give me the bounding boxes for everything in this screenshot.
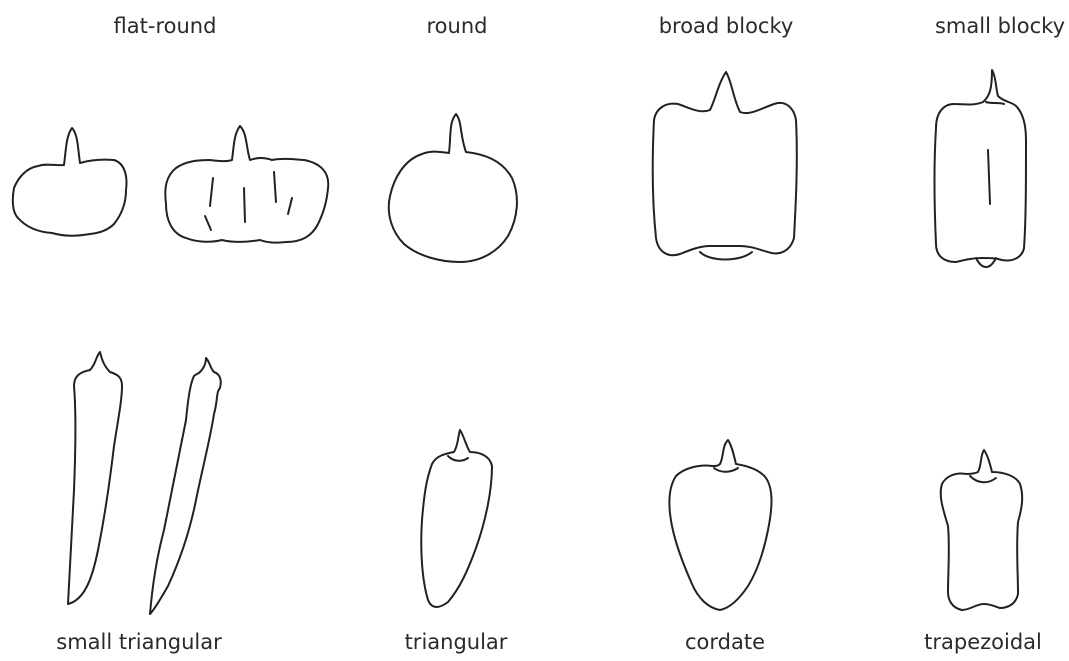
small-blocky-pepper <box>935 70 1027 267</box>
flat-round-pepper-2 <box>165 126 328 243</box>
trapezoidal-pepper <box>941 450 1022 610</box>
small-triangular-pepper-1 <box>68 352 122 604</box>
cordate-pepper <box>669 440 771 610</box>
flat-round-pepper-1 <box>13 128 127 236</box>
broad-blocky-pepper <box>653 72 797 260</box>
triangular-pepper <box>421 430 492 607</box>
round-pepper <box>389 114 517 262</box>
small-triangular-pepper-2 <box>150 358 221 614</box>
